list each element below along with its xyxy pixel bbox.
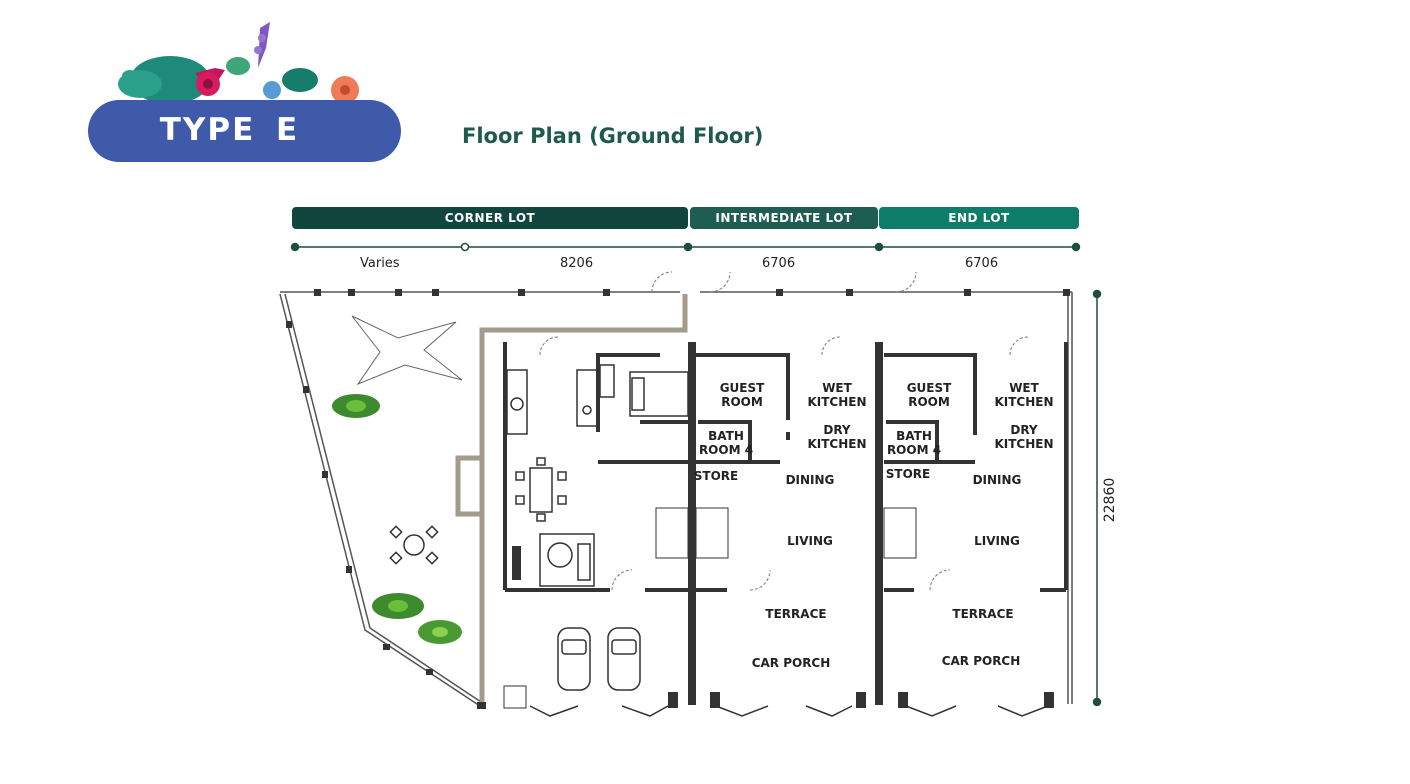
- type-label: TYPE E: [159, 112, 300, 148]
- svg-text:ROOM 4: ROOM 4: [699, 443, 753, 457]
- plant-icon: [372, 593, 424, 619]
- dining-table-icon: [515, 457, 567, 522]
- svg-text:ROOM: ROOM: [908, 395, 950, 409]
- type-badge: TYPE E: [88, 100, 401, 162]
- bed-icon: [629, 371, 689, 417]
- room-label-living-b: LIVING: [974, 534, 1020, 548]
- svg-text:KITCHEN: KITCHEN: [994, 437, 1053, 451]
- room-label-car-porch-b: CAR PORCH: [942, 654, 1021, 668]
- kitchen-counter: [506, 364, 615, 435]
- sofa-set-icon: [539, 533, 595, 587]
- top-dimension-line: [290, 242, 1081, 252]
- room-label-dry-kitchen-b: DRY: [1010, 423, 1038, 437]
- lot-label-corner: CORNER LOT: [444, 211, 536, 225]
- lot-label-end: END LOT: [948, 211, 1010, 225]
- svg-text:KITCHEN: KITCHEN: [807, 437, 866, 451]
- room-label-guest-room-b: GUEST: [907, 381, 952, 395]
- room-label-bath-room-a: BATH: [708, 429, 744, 443]
- svg-text:KITCHEN: KITCHEN: [807, 395, 866, 409]
- staircase: [655, 507, 917, 559]
- plant-icon: [332, 394, 380, 418]
- lot-label-intermediate: INTERMEDIATE LOT: [715, 211, 853, 225]
- room-label-terrace-a: TERRACE: [765, 607, 826, 621]
- depth-dimension-line: [1092, 289, 1102, 707]
- room-label-terrace-b: TERRACE: [952, 607, 1013, 621]
- room-label-living-a: LIVING: [787, 534, 833, 548]
- room-label-guest-room-a: GUEST: [720, 381, 765, 395]
- room-label-dining-b: DINING: [973, 473, 1022, 487]
- lot-bar-intermediate: INTERMEDIATE LOT: [690, 207, 878, 229]
- gates: [529, 705, 1049, 717]
- svg-text:ROOM 4: ROOM 4: [887, 443, 941, 457]
- svg-text:KITCHEN: KITCHEN: [994, 395, 1053, 409]
- dim-end-width: 6706: [965, 256, 999, 271]
- lot-bar-end: END LOT: [879, 207, 1079, 229]
- dim-intermediate-width: 6706: [762, 256, 796, 271]
- door-swings: [539, 271, 1029, 591]
- floral-decoration: [118, 22, 359, 104]
- room-label-dry-kitchen-a: DRY: [823, 423, 851, 437]
- dim-depth: 22860: [1102, 477, 1118, 523]
- room-label-store-b: STORE: [886, 467, 930, 481]
- entrance-steps: [503, 685, 527, 709]
- svg-text:ROOM: ROOM: [721, 395, 763, 409]
- room-label-wet-kitchen-a: WET: [822, 381, 852, 395]
- car-icon: [557, 627, 591, 691]
- room-label-dining-a: DINING: [786, 473, 835, 487]
- shade-sail: [351, 315, 463, 386]
- car-icon: [607, 627, 641, 691]
- garden-table-icon: [389, 525, 439, 565]
- lot-bar-corner: CORNER LOT: [292, 207, 688, 229]
- tv-console: [512, 546, 521, 580]
- room-label-store-a: STORE: [694, 469, 738, 483]
- house-boundary-wall: [479, 294, 688, 706]
- dim-corner-width: 8206: [560, 256, 594, 271]
- gate-posts: [477, 692, 1054, 709]
- fence-posts: [286, 289, 1070, 675]
- room-label-bath-room-b: BATH: [896, 429, 932, 443]
- room-label-wet-kitchen-b: WET: [1009, 381, 1039, 395]
- dim-varies: Varies: [360, 256, 400, 271]
- page-title: Floor Plan (Ground Floor): [462, 124, 764, 148]
- plant-icon: [418, 620, 462, 644]
- walls: [503, 342, 1068, 705]
- room-label-car-porch-a: CAR PORCH: [752, 656, 831, 670]
